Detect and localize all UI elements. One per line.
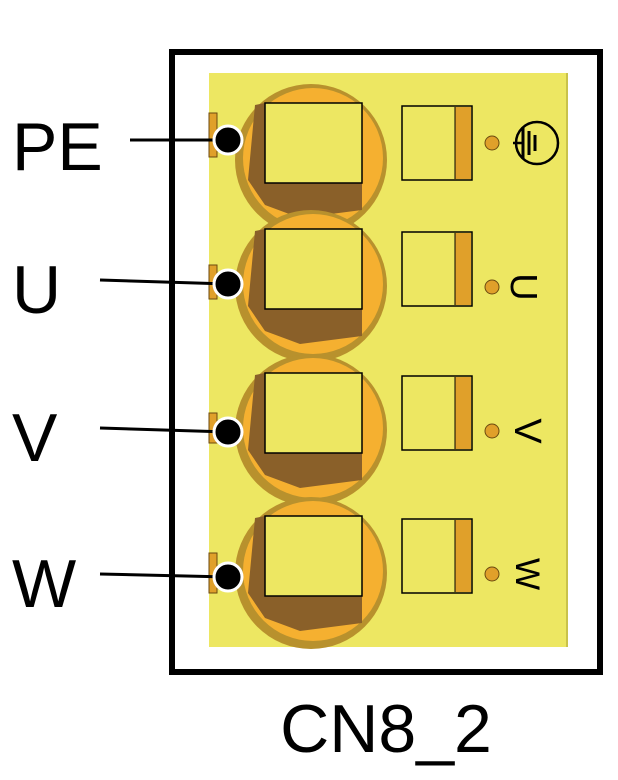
terminal-marking-w: W [508,558,546,590]
wire-clamp [401,518,473,594]
label-u: U [12,252,61,328]
connector-name: CN8_2 [280,691,492,767]
terminal-marking-v: V [506,418,548,444]
screw-terminal [235,84,387,236]
terminal-marking-u: U [502,273,544,300]
earth-ground-icon [513,120,560,166]
wire-clamp [401,231,473,307]
wire-clamp [401,375,473,451]
screw-terminal [235,497,387,649]
label-w: W [12,546,76,622]
terminal-v: V [235,354,548,506]
label-v: V [12,400,58,476]
connection-dots [212,124,244,593]
indicator-dot [484,135,500,151]
screw-terminal [235,354,387,506]
terminal-w: W [235,497,546,649]
indicator-dot [484,566,500,582]
indicator-dot [484,279,500,295]
terminal-pe [235,84,560,236]
indicator-dot [484,423,500,439]
terminal-u: U [235,210,544,362]
leader-lines [99,138,229,579]
label-pe: PE [12,109,103,185]
screw-terminal [235,210,387,362]
wire-clamp [401,105,473,181]
